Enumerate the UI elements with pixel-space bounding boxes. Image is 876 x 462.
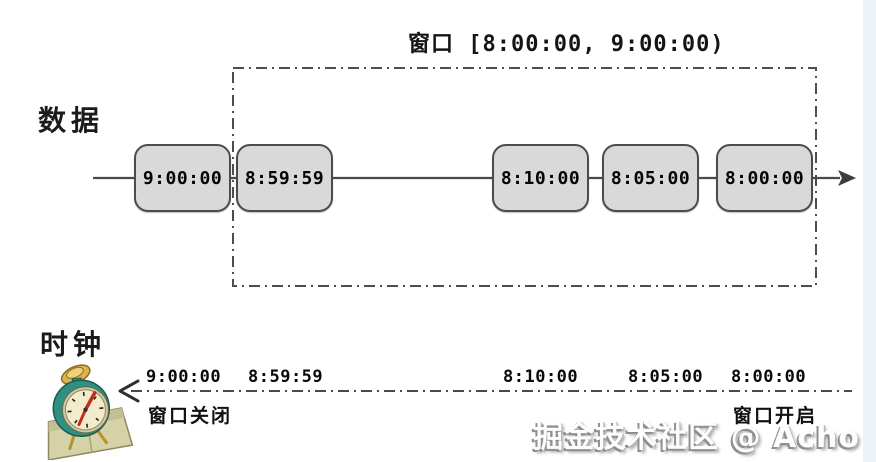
clock-timeline-left-arrowhead (118, 379, 140, 403)
clock-tick-8-59-59: 8:59:59 (248, 367, 324, 387)
window-close-label: 窗口关闭 (148, 405, 233, 427)
data-timeline-arrowhead (838, 170, 856, 186)
watermark: 掘金技术社区 @ Acho (533, 420, 860, 455)
clock-tick-8-00-00: 8:00:00 (731, 367, 807, 387)
event-box-8-59-59: 8:59:59 (236, 144, 333, 212)
window-open-label: 窗口开启 (733, 405, 818, 427)
event-box-8-00-00: 8:00:00 (716, 144, 813, 212)
clock-row-label: 时钟 (40, 328, 107, 361)
window-title: 窗口 [8:00:00, 9:00:00) (408, 32, 725, 57)
right-edge-band (863, 0, 876, 462)
event-box-8-05-00: 8:05:00 (602, 144, 699, 212)
event-box-9-00-00: 9:00:00 (134, 144, 231, 212)
data-row-label: 数据 (38, 104, 105, 137)
alarm-clock-icon (47, 364, 134, 460)
clock-tick-8-05-00: 8:05:00 (628, 367, 704, 387)
clock-tick-9-00-00: 9:00:00 (146, 367, 222, 387)
clock-tick-8-10-00: 8:10:00 (503, 367, 579, 387)
event-box-8-10-00: 8:10:00 (492, 144, 589, 212)
